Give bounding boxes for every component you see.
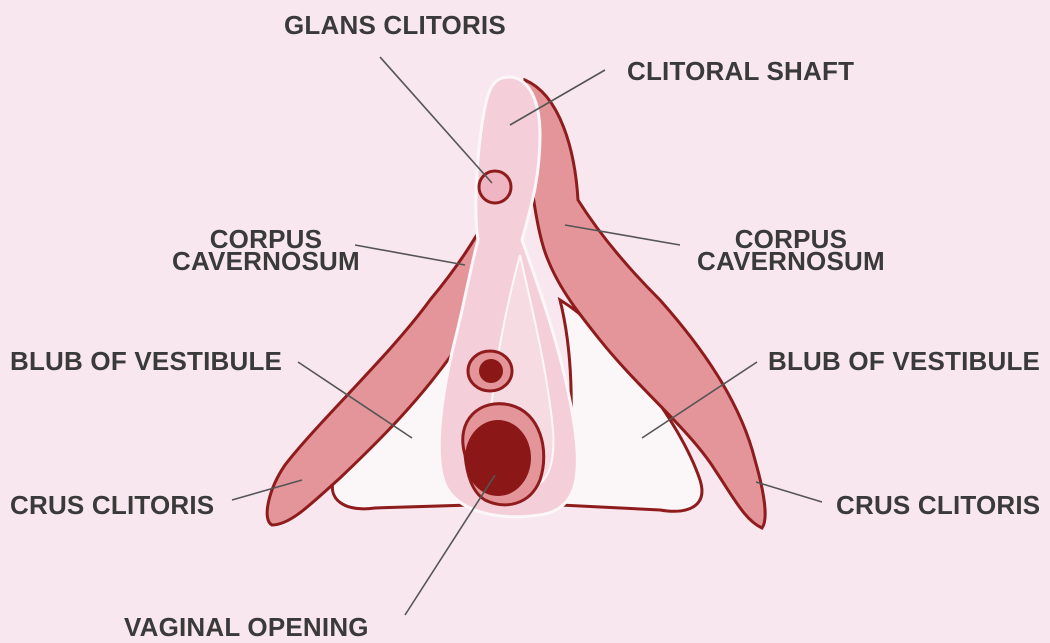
vaginal-opening-inner bbox=[465, 420, 531, 496]
label-vaginal-opening: VAGINAL OPENING bbox=[124, 612, 369, 643]
label-bulb-of-vestibule-right: BLUB OF VESTIBULE bbox=[768, 346, 1040, 377]
leader-glans bbox=[380, 57, 492, 183]
urethral-opening-inner bbox=[479, 359, 503, 383]
label-clitoral-shaft: CLITORAL SHAFT bbox=[627, 56, 854, 87]
label-bulb-of-vestibule-left: BLUB OF VESTIBULE bbox=[10, 346, 282, 377]
leader-crus-right bbox=[756, 482, 822, 502]
label-corpus-right-line2: CAVERNOSUM bbox=[697, 250, 885, 272]
leader-corpus-left bbox=[355, 245, 465, 265]
label-glans-clitoris: GLANS CLITORIS bbox=[284, 10, 506, 41]
label-corpus-cavernosum-right: CORPUS CAVERNOSUM bbox=[697, 228, 885, 272]
label-corpus-cavernosum-left: CORPUS CAVERNOSUM bbox=[172, 228, 360, 272]
label-corpus-left-line2: CAVERNOSUM bbox=[172, 250, 360, 272]
label-crus-clitoris-left: CRUS CLITORIS bbox=[10, 490, 214, 521]
label-crus-clitoris-right: CRUS CLITORIS bbox=[836, 490, 1040, 521]
glans-clitoris-shape bbox=[479, 171, 511, 203]
